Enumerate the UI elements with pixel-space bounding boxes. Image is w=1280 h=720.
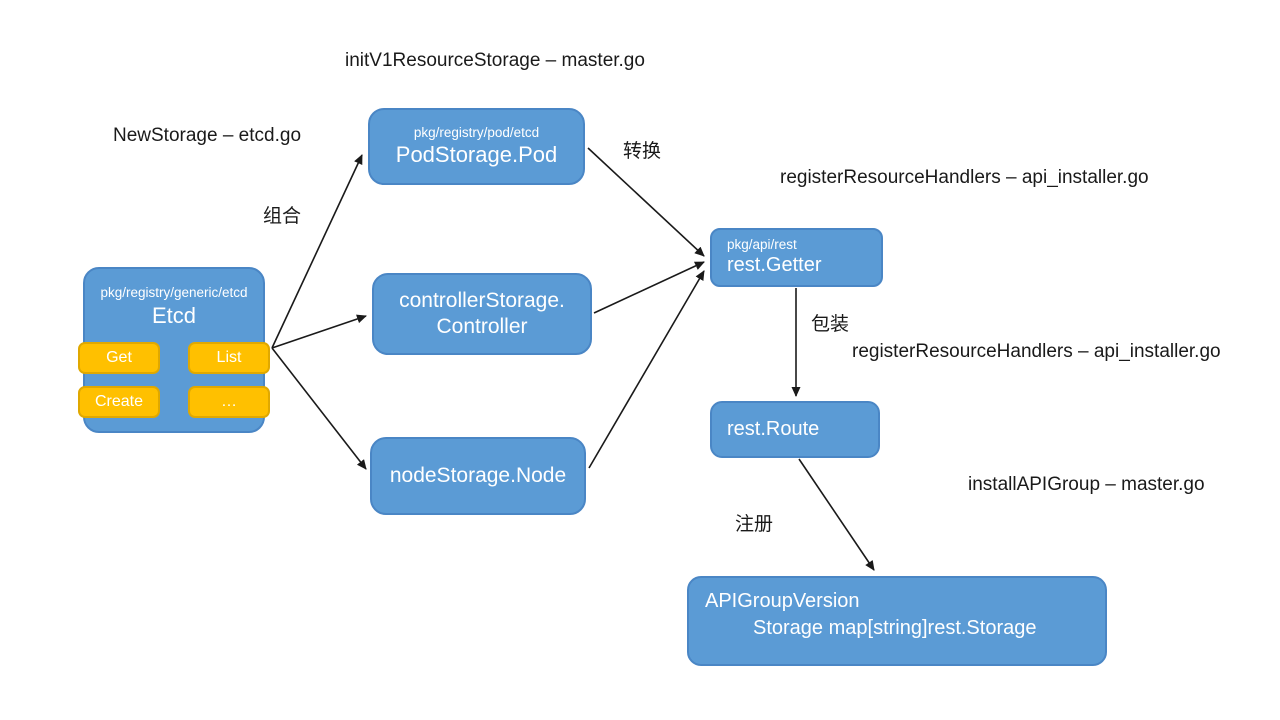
apigroupversion-title: APIGroupVersion — [705, 590, 860, 612]
edge-label-compose: 组合 — [263, 206, 302, 227]
arrow-restroute-to-apigroupversion — [798, 458, 875, 571]
etcd-method-grid: Get List Create … — [78, 341, 270, 418]
node-apigroupversion[interactable]: APIGroupVersion Storage map[string]rest.… — [687, 576, 1107, 666]
apigroupversion-storage-field: Storage map[string]rest.Storage — [753, 617, 1037, 639]
arrow-etcd-to-controllerstorage — [271, 314, 367, 349]
etcd-method-create[interactable]: Create — [78, 385, 160, 418]
annotation-installapigroup: installAPIGroup – master.go — [968, 474, 1205, 495]
annotation-registerresourcehandlers-mid: registerResourceHandlers – api_installer… — [852, 341, 1221, 362]
podstorage-package-label: pkg/registry/pod/etcd — [413, 124, 540, 140]
annotation-newstorage: NewStorage – etcd.go — [113, 125, 302, 146]
annotation-initv1resourcestorage: initV1ResourceStorage – master.go — [345, 50, 645, 71]
etcd-method-list[interactable]: List — [188, 341, 270, 374]
etcd-method-more[interactable]: … — [188, 385, 270, 418]
arrow-controllerstorage-to-restgetter — [593, 261, 705, 314]
controllerstorage-title-line1: controllerStorage. — [399, 288, 565, 312]
etcd-method-get[interactable]: Get — [78, 341, 160, 374]
edge-label-convert: 转换 — [623, 141, 662, 162]
arrow-etcd-to-podstorage — [271, 154, 363, 349]
controllerstorage-title-line2: Controller — [436, 315, 528, 338]
nodestorage-title: nodeStorage.Node — [389, 463, 567, 487]
node-etcd[interactable]: pkg/registry/generic/etcd Etcd Get List … — [78, 267, 270, 433]
restgetter-title: rest.Getter — [727, 254, 822, 277]
restgetter-package-label: pkg/api/rest — [727, 236, 797, 252]
edge-label-wrap: 包装 — [811, 314, 850, 335]
node-podstorage[interactable]: pkg/registry/pod/etcd PodStorage.Pod — [368, 108, 585, 185]
arrow-etcd-to-nodestorage — [271, 347, 367, 470]
arrow-nodestorage-to-restgetter — [588, 270, 705, 469]
annotation-registerresourcehandlers-top: registerResourceHandlers – api_installer… — [780, 167, 1149, 188]
node-restgetter[interactable]: pkg/api/rest rest.Getter — [710, 228, 883, 287]
etcd-title: Etcd — [151, 303, 197, 329]
node-restroute[interactable]: rest.Route — [710, 401, 880, 458]
node-nodestorage[interactable]: nodeStorage.Node — [370, 437, 586, 515]
restroute-title: rest.Route — [727, 418, 820, 440]
edge-label-register: 注册 — [735, 514, 774, 535]
arrow-podstorage-to-restgetter — [587, 147, 705, 257]
podstorage-title: PodStorage.Pod — [395, 141, 558, 167]
etcd-package-label: pkg/registry/generic/etcd — [100, 285, 248, 300]
node-controllerstorage[interactable]: controllerStorage. Controller — [372, 273, 592, 355]
